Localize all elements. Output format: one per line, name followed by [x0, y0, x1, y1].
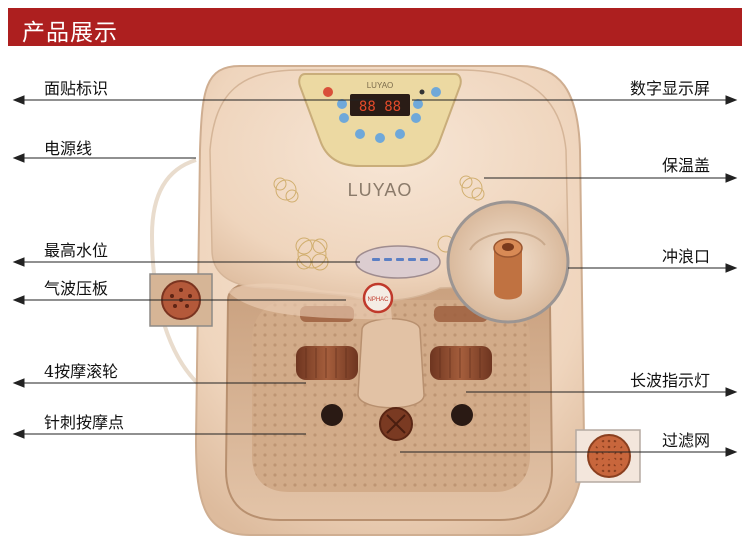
panel-button	[411, 113, 421, 123]
page-title: 产品展示	[22, 20, 118, 46]
brand-logo: LUYAO	[348, 180, 413, 200]
panel-button	[339, 113, 349, 123]
label-insulation-lid: 保温盖	[661, 156, 710, 175]
quality-badge	[362, 282, 394, 314]
label-power-cord: 电源线	[44, 139, 93, 158]
roller-left-front	[296, 346, 358, 380]
power-button	[323, 87, 333, 97]
label-long-wave-light: 长波指示灯	[629, 371, 710, 390]
surf-outlet-nozzle	[494, 248, 522, 300]
label-acupressure: 针刺按摩点	[44, 413, 125, 432]
long-wave-indicator	[451, 404, 473, 426]
panel-buttons	[323, 87, 441, 143]
control-panel	[298, 73, 462, 167]
water-level-marks	[372, 258, 428, 261]
title-banner: 产品展示	[8, 8, 742, 46]
label-air-wave-board: 气波压板	[44, 279, 109, 298]
panel-button	[395, 129, 405, 139]
indicator-dot	[419, 89, 425, 95]
label-filter: 过滤网	[661, 431, 710, 450]
label-massage-rollers: 4按摩滚轮	[44, 362, 119, 381]
jet-left	[321, 404, 343, 426]
roller-right-front	[430, 346, 492, 380]
panel-button	[375, 133, 385, 143]
display-digits: 88 88	[359, 99, 401, 115]
panel-button	[431, 87, 441, 97]
power-cord	[149, 158, 207, 392]
label-surf-outlet: 冲浪口	[661, 247, 710, 266]
badge-text: NPHAC	[367, 297, 389, 303]
pressure-board	[228, 283, 392, 320]
panel-button	[355, 129, 365, 139]
center-ridge	[357, 318, 425, 409]
panel-button	[337, 99, 347, 109]
label-panel-logo: 面贴标识	[44, 79, 109, 98]
panel-logo: LUYAO	[367, 81, 394, 90]
leader-lines	[12, 95, 738, 457]
max-water-level	[355, 245, 441, 279]
panel-button	[413, 99, 423, 109]
label-digital-display: 数字显示屏	[629, 79, 710, 98]
label-max-water-level: 最高水位	[44, 241, 109, 260]
